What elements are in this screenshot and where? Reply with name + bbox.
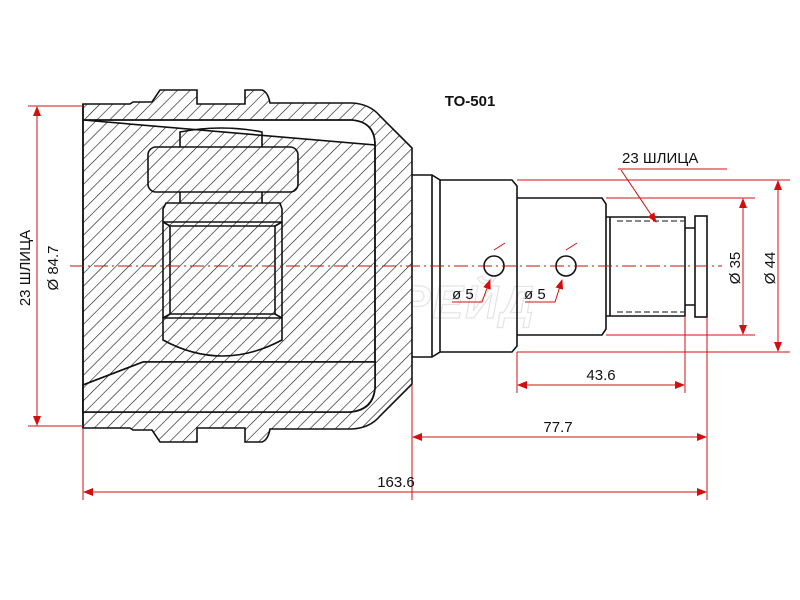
label-shaft-splines: 23 ШЛИЦА bbox=[622, 150, 698, 167]
label-len163: 163.6 bbox=[377, 474, 415, 491]
label-len77: 77.7 bbox=[543, 419, 572, 436]
dim-extension-lines-bottom bbox=[82, 316, 708, 500]
hole2-leader bbox=[525, 279, 564, 303]
spider-chamfers bbox=[162, 221, 283, 319]
part-number-title: TO-501 bbox=[445, 93, 496, 110]
label-outer-splines: 23 ШЛИЦА bbox=[17, 230, 34, 306]
hole1-leader bbox=[452, 279, 491, 303]
label-outer-diameter: Ø 84.7 bbox=[45, 245, 62, 290]
label-len43: 43.6 bbox=[586, 367, 615, 384]
spider-hub-top bbox=[162, 202, 283, 223]
groove bbox=[685, 227, 695, 306]
housing-lower-wall bbox=[82, 361, 376, 413]
hole-arrows bbox=[493, 242, 578, 251]
spline-leader bbox=[620, 169, 657, 223]
trunnion-stem bbox=[179, 192, 263, 203]
dim-extension-lines-right bbox=[517, 179, 790, 353]
trunnion-top bbox=[179, 127, 263, 147]
roller bbox=[147, 146, 299, 193]
label-dia35: Ø 35 bbox=[727, 252, 744, 285]
label-hole1: ø 5 bbox=[452, 286, 474, 303]
shaft-section-1 bbox=[440, 179, 518, 353]
spider-hub-bottom bbox=[162, 317, 283, 357]
label-dia44: Ø 44 bbox=[762, 252, 779, 285]
label-hole2: ø 5 bbox=[524, 286, 546, 303]
spline-dashes bbox=[617, 220, 684, 313]
